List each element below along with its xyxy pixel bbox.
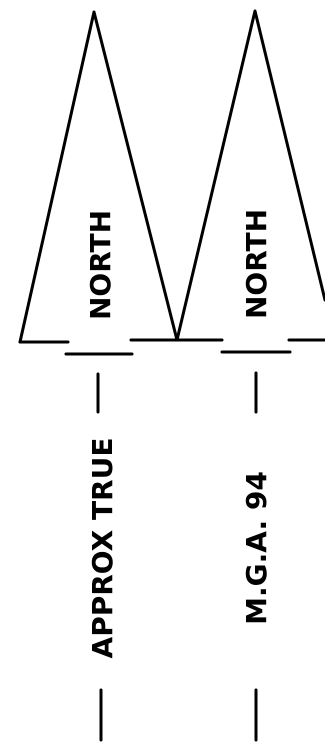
true-north-datum-label: APPROX TRUE [86,438,119,659]
grid-north-arrow: NORTH M.G.A. 94 [175,9,325,742]
true-north-label: NORTH [84,210,117,320]
true-north-triangle [18,10,179,344]
grid-north-triangle [175,9,325,342]
true-north-arrow: NORTH APPROX TRUE [18,10,224,742]
grid-north-datum-label: M.G.A. 94 [240,471,273,625]
grid-north-label: NORTH [240,209,273,319]
